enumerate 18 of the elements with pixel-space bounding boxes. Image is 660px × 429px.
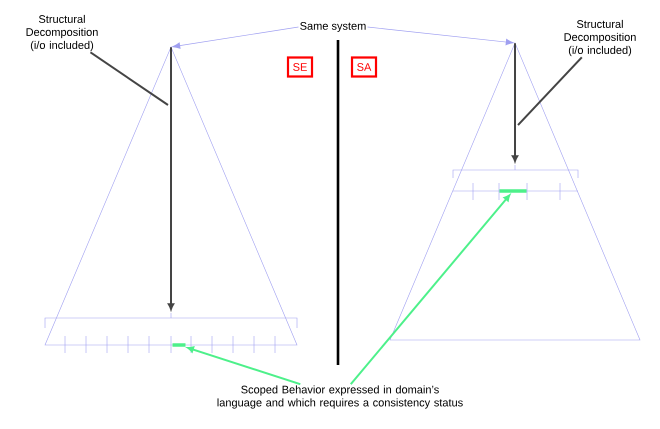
text-label: Structural Decomposition (i/o included) xyxy=(564,20,636,56)
arrow xyxy=(512,43,518,162)
arrow xyxy=(187,346,301,386)
arrow xyxy=(367,26,514,46)
highlight-bar xyxy=(500,189,526,193)
bracket xyxy=(452,164,578,178)
text-label: Same system xyxy=(300,22,366,32)
text-label: Scoped Behavior expressed in domain’s language and which requires a consistency status xyxy=(218,385,463,409)
leader-line xyxy=(517,56,583,126)
label-box: SA xyxy=(350,56,378,78)
bracket xyxy=(44,312,298,328)
arrow xyxy=(168,47,174,310)
arrow xyxy=(350,194,510,385)
label-box: SE xyxy=(286,56,314,78)
highlight-bar xyxy=(172,343,186,347)
text-label: Structural Decomposition (i/o included) xyxy=(26,14,98,52)
leader-line xyxy=(90,52,169,106)
arrow xyxy=(172,26,299,49)
